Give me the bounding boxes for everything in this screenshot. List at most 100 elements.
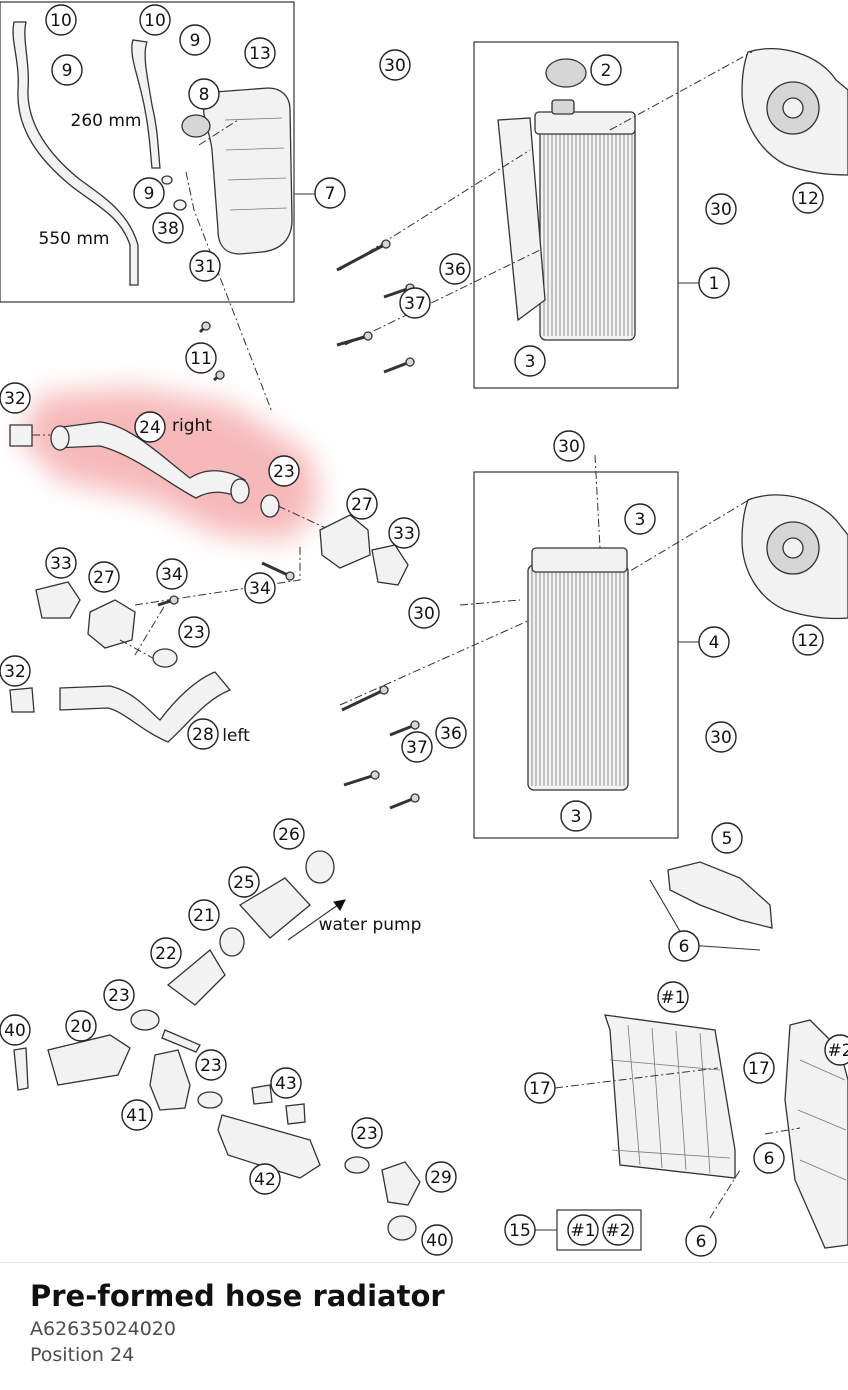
- callout-label: 1: [698, 267, 730, 299]
- radiator-upper-core: [539, 124, 636, 341]
- callout-label: 2: [590, 54, 622, 86]
- callout-label: 12: [792, 182, 824, 214]
- callout-label: 12: [792, 624, 824, 656]
- svg-text:34: 34: [161, 565, 183, 585]
- svg-text:23: 23: [273, 462, 295, 482]
- callout-label: 37: [399, 287, 431, 319]
- callout-label: 24: [134, 411, 166, 443]
- dimension-note: right: [172, 416, 212, 436]
- svg-text:24: 24: [139, 418, 161, 438]
- callout-label: 6: [668, 930, 700, 962]
- bolt: [261, 561, 291, 578]
- bolt: [341, 688, 385, 712]
- clamp-23-d: [197, 1091, 223, 1109]
- callout-label: 29: [425, 1161, 457, 1193]
- svg-text:13: 13: [249, 44, 271, 64]
- callout-label: 13: [244, 37, 276, 69]
- pipe-42: [217, 1114, 321, 1179]
- svg-text:27: 27: [351, 495, 373, 515]
- svg-text:40: 40: [4, 1021, 26, 1041]
- hose-29: [381, 1161, 421, 1206]
- svg-text:7: 7: [325, 184, 336, 204]
- svg-text:23: 23: [183, 623, 205, 643]
- svg-text:32: 32: [4, 662, 26, 682]
- svg-text:3: 3: [525, 352, 536, 372]
- svg-text:36: 36: [440, 724, 462, 744]
- callout-label: 10: [45, 4, 77, 36]
- hose-41: [149, 1049, 191, 1111]
- bolt: [343, 773, 376, 787]
- svg-text:9: 9: [62, 61, 73, 81]
- part-title: Pre-formed hose radiator: [30, 1279, 445, 1313]
- callout-label: 37: [401, 731, 433, 763]
- svg-text:23: 23: [356, 1124, 378, 1144]
- svg-text:10: 10: [144, 11, 166, 31]
- svg-text:23: 23: [108, 986, 130, 1006]
- svg-text:3: 3: [571, 807, 582, 827]
- svg-text:17: 17: [529, 1079, 551, 1099]
- svg-text:30: 30: [710, 200, 732, 220]
- svg-text:9: 9: [144, 184, 155, 204]
- svg-text:260 mm: 260 mm: [71, 111, 142, 131]
- svg-text:15: 15: [509, 1221, 531, 1241]
- svg-text:22: 22: [155, 944, 177, 964]
- callout-label: #2: [602, 1214, 634, 1246]
- callout-label: 33: [45, 547, 77, 579]
- svg-text:43: 43: [275, 1074, 297, 1094]
- callout-label: 36: [439, 253, 471, 285]
- svg-text:36: 36: [444, 260, 466, 280]
- bolt: [336, 334, 369, 347]
- dimension-note: water pump: [319, 915, 422, 935]
- svg-text:34: 34: [249, 579, 271, 599]
- callout-label: 27: [346, 488, 378, 520]
- callout-label: 43: [270, 1067, 302, 1099]
- callout-label: 3: [624, 503, 656, 535]
- hose-25: [238, 877, 311, 939]
- svg-text:9: 9: [190, 31, 201, 51]
- svg-text:20: 20: [70, 1017, 92, 1037]
- callout-label: 3: [560, 800, 592, 832]
- callout-label: 6: [685, 1225, 717, 1257]
- svg-text:17: 17: [748, 1059, 770, 1079]
- callout-label: 11: [185, 342, 217, 374]
- screw-23: [161, 1029, 201, 1053]
- svg-text:28: 28: [192, 725, 214, 745]
- clamp-23-c: [130, 1009, 160, 1031]
- callout-label: 5: [711, 822, 743, 854]
- radiator-lower-core: [527, 564, 629, 791]
- svg-text:water pump: water pump: [319, 915, 422, 935]
- callout-label: 7: [314, 177, 346, 209]
- part-position: Position 24: [30, 1344, 135, 1366]
- svg-text:37: 37: [406, 738, 428, 758]
- panel-2: [784, 1019, 848, 1249]
- callout-label: 20: [65, 1010, 97, 1042]
- divider: [0, 1262, 848, 1263]
- svg-text:12: 12: [797, 631, 819, 651]
- thermostat-b: [35, 581, 81, 619]
- thermostat-housing-b: [87, 599, 136, 649]
- svg-text:32: 32: [4, 389, 26, 409]
- hose-20: [47, 1034, 131, 1086]
- thermostat-housing-a: [319, 514, 371, 569]
- callout-label: 21: [188, 899, 220, 931]
- svg-text:31: 31: [194, 257, 216, 277]
- svg-text:left: left: [222, 726, 250, 746]
- cover-5: [667, 861, 773, 929]
- bolt: [336, 242, 387, 272]
- dimension-note: 550 mm: [39, 229, 110, 249]
- svg-text:33: 33: [50, 554, 72, 574]
- svg-text:10: 10: [50, 11, 72, 31]
- svg-text:30: 30: [558, 437, 580, 457]
- callout-label: 26: [273, 818, 305, 850]
- radiator-lower-frame: [473, 471, 679, 839]
- callout-label: 33: [388, 517, 420, 549]
- tank-group-frame: [0, 1, 295, 303]
- svg-text:21: 21: [193, 906, 215, 926]
- callout-label: 9: [51, 54, 83, 86]
- callout-label: 32: [0, 382, 31, 414]
- callout-label: 6: [753, 1142, 785, 1174]
- svg-text:3: 3: [635, 510, 646, 530]
- svg-text:25: 25: [233, 873, 255, 893]
